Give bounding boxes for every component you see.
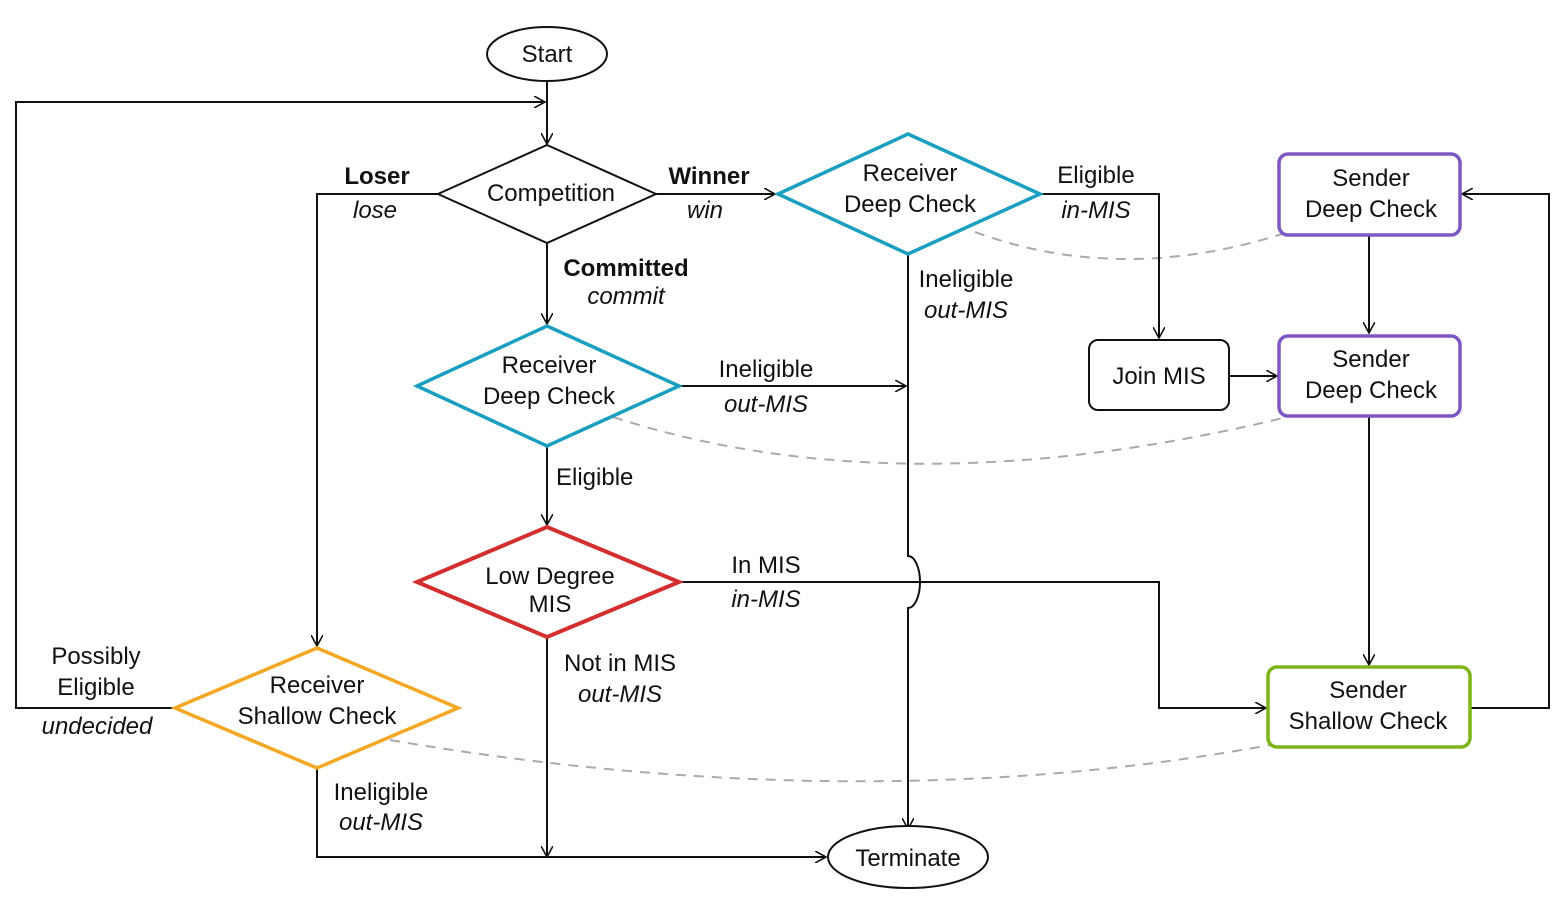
top-ineligible-label: Ineligible [919,266,1014,293]
sender-deep-check-mid: Sender Deep Check [1277,334,1462,418]
competition-node: Competition [435,143,659,245]
receiver-deep-check-top: Receiver Deep Check [773,132,1045,256]
edge-shallow-ineligible [316,768,826,857]
receiver-deep-check-mid: Receiver Deep Check [412,324,684,448]
join-mis-node: Join MIS [1088,339,1230,411]
low-degree-line2: MIS [529,591,572,618]
sender-shallow-line1: Sender [1329,677,1406,704]
edge-loser [317,193,438,646]
receiver-shallow-line1: Receiver [270,672,365,699]
edge-undecided-loop [15,102,545,709]
low-degree-mis-node: Low Degree MIS [411,524,685,640]
top-eligible-label: Eligible [1057,162,1134,189]
receiver-shallow-line2: Shallow Check [238,703,398,730]
receiver-deep-mid-line2: Deep Check [483,383,616,410]
sender-shallow-check: Sender Shallow Check [1266,665,1472,749]
join-mis-label: Join MIS [1112,363,1205,390]
mid-ineligible-sublabel: out-MIS [724,391,808,418]
win-sublabel: win [687,197,723,224]
low-degree-line1: Low Degree [485,563,614,590]
receiver-deep-mid-line1: Receiver [502,352,597,379]
terminate-node: Terminate [827,825,989,889]
sender-deep-top-line1: Sender [1332,165,1409,192]
winner-label: Winner [668,163,749,190]
pair-line-mid [612,416,1284,465]
shallow-ineligible-sublabel: out-MIS [339,809,423,836]
edge-in-mis [679,581,1266,708]
sender-deep-top-line2: Deep Check [1305,196,1438,223]
sender-shallow-line2: Shallow Check [1289,708,1449,735]
edge-top-eligible [1040,193,1159,338]
mid-ineligible-label: Ineligible [719,356,814,383]
commit-sublabel: commit [587,283,666,310]
receiver-deep-top-line1: Receiver [863,160,958,187]
not-in-mis-label: Not in MIS [564,650,676,677]
receiver-shallow-check: Receiver Shallow Check [170,646,463,770]
not-in-mis-sublabel: out-MIS [578,681,662,708]
start-label: Start [522,41,573,68]
pair-line-shallow [389,739,1271,783]
shallow-ineligible-label: Ineligible [334,779,429,806]
terminate-label: Terminate [855,845,960,872]
sender-deep-check-top: Sender Deep Check [1277,152,1462,237]
committed-label: Committed [563,255,688,282]
in-mis-label: In MIS [731,552,800,579]
in-mis-sublabel: in-MIS [731,586,800,613]
sender-deep-mid-line2: Deep Check [1305,377,1438,404]
loser-label: Loser [344,163,409,190]
top-eligible-sublabel: in-MIS [1061,197,1130,224]
possibly-eligible-line1: Possibly [51,643,140,670]
edge-top-ineligible [908,254,921,829]
mid-eligible-label: Eligible [556,464,633,491]
edge-sender-loop [1462,194,1550,709]
competition-label: Competition [487,180,615,207]
pair-line-top [974,231,1283,260]
possibly-eligible-line2: Eligible [57,674,134,701]
start-node: Start [486,26,608,82]
top-ineligible-sublabel: out-MIS [924,297,1008,324]
lose-sublabel: lose [353,197,397,224]
receiver-deep-top-line2: Deep Check [844,191,977,218]
sender-deep-mid-line1: Sender [1332,346,1409,373]
undecided-sublabel: undecided [42,713,153,740]
